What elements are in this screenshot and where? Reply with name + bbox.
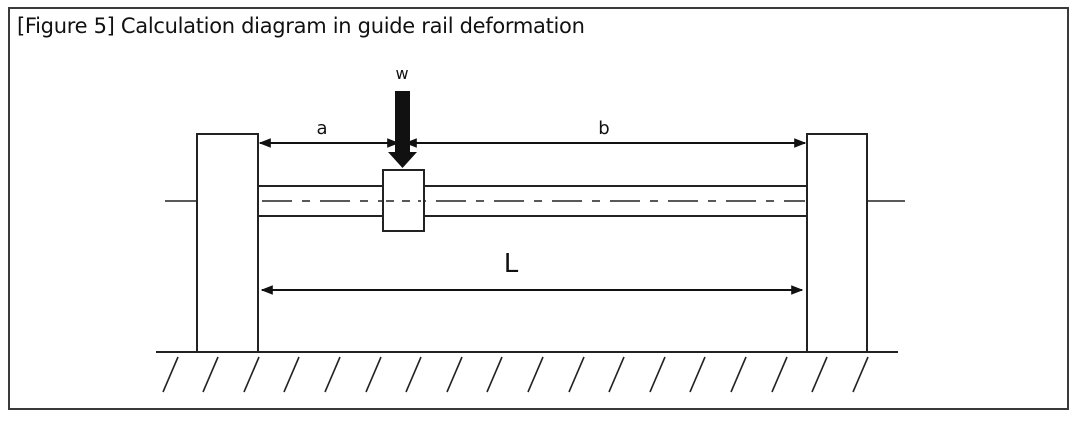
dimension-a-label: a xyxy=(316,118,327,139)
length-label: L xyxy=(504,249,519,279)
load-arrow-icon xyxy=(388,91,417,168)
ground xyxy=(156,351,898,393)
guide-rail xyxy=(258,185,807,217)
left-support xyxy=(196,133,259,353)
figure-caption: [Figure 5] Calculation diagram in guide … xyxy=(17,14,585,38)
dimension-b-label: b xyxy=(598,118,609,139)
right-support xyxy=(806,133,868,353)
ground-hatching xyxy=(162,356,869,393)
figure-frame xyxy=(8,7,1069,410)
load-label: w xyxy=(395,64,408,83)
